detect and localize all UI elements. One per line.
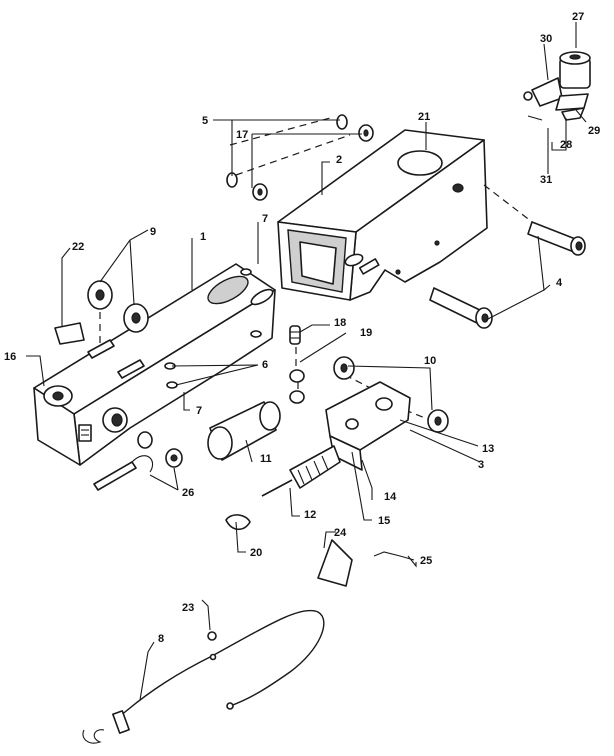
- cable-part-8: [82, 609, 325, 744]
- callout-6: 6: [262, 359, 268, 371]
- callout-23: 23: [182, 602, 194, 614]
- callout-14: 14: [384, 491, 397, 503]
- inset-cylinder-assembly: [523, 51, 591, 121]
- callout-19: 19: [360, 327, 372, 339]
- callout-1: 1: [200, 231, 206, 243]
- washers-parts-5-17: [226, 114, 374, 201]
- rollers-part-10: [333, 356, 449, 433]
- callout-24: 24: [334, 527, 347, 539]
- damper-part-11: [207, 401, 281, 461]
- callout-numbers: 27 30 29 28 31 5 17 21 2 7 9 1 22 4 18 1…: [4, 11, 600, 645]
- clip-part-24: [317, 539, 353, 587]
- callout-10: 10: [424, 355, 436, 367]
- bushing-part-19: [289, 369, 305, 383]
- callout-9: 9: [150, 226, 156, 238]
- callout-2: 2: [336, 154, 342, 166]
- callout-7-upper: 7: [262, 213, 268, 225]
- spring-part-25: [373, 551, 415, 561]
- callout-13: 13: [482, 443, 494, 455]
- callout-28: 28: [560, 139, 572, 151]
- breakaway-pin-part-26: [93, 431, 183, 491]
- callout-16: 16: [4, 351, 16, 363]
- callout-18: 18: [334, 317, 346, 329]
- callout-4: 4: [556, 277, 563, 289]
- callout-20: 20: [250, 547, 262, 559]
- callout-25: 25: [420, 555, 432, 567]
- callout-30: 30: [540, 33, 552, 45]
- clip-part-22: [54, 322, 85, 345]
- ring-part-23: [207, 631, 217, 641]
- rollers-part-9: [87, 280, 149, 333]
- callout-5: 5: [202, 115, 208, 127]
- callout-21: 21: [418, 111, 430, 123]
- callout-11: 11: [260, 453, 272, 465]
- callout-27: 27: [572, 11, 584, 23]
- callout-17: 17: [236, 129, 248, 141]
- clip-part-20: [225, 514, 251, 531]
- outer-tube-part-2: [277, 129, 488, 301]
- callout-29: 29: [588, 125, 600, 137]
- bolt-part-4: [429, 221, 586, 329]
- callout-26: 26: [182, 487, 194, 499]
- callout-7-lower: 7: [196, 405, 202, 417]
- callout-12: 12: [304, 509, 316, 521]
- callout-15: 15: [378, 515, 390, 527]
- leader-lines: [26, 22, 587, 701]
- callout-31: 31: [540, 174, 552, 186]
- screw-part-18: [289, 325, 301, 345]
- bushing-lower: [289, 390, 305, 404]
- callout-8: 8: [158, 633, 164, 645]
- push-rod-part-12: [261, 445, 341, 497]
- callout-22: 22: [72, 241, 84, 253]
- callout-3: 3: [478, 459, 484, 471]
- main-housing-part-1: [33, 263, 276, 466]
